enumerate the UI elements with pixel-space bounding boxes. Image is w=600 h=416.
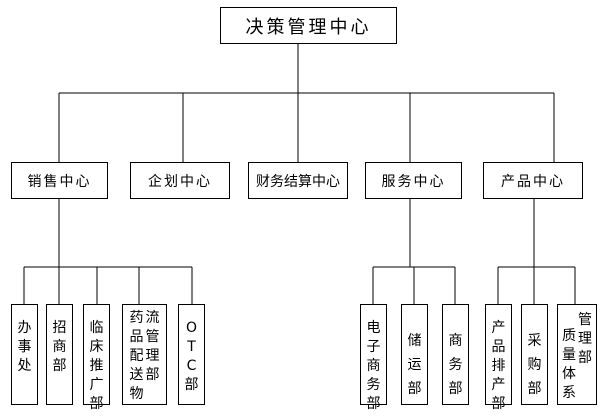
dept-purchase: 采购部 bbox=[521, 304, 548, 405]
dept-management-label: 管理部 bbox=[578, 312, 592, 366]
dept-storage-label: 储运部 bbox=[407, 333, 422, 397]
dept-ecommerce: 电子商务部 bbox=[360, 304, 387, 412]
dept-quality-management: 质量体系 管理部 bbox=[557, 304, 597, 405]
center-service: 服务中心 bbox=[365, 162, 462, 199]
dept-office-label: 办事处 bbox=[17, 320, 32, 374]
dept-otc-label: OTC部 bbox=[184, 320, 199, 393]
dept-business-label: 商务部 bbox=[448, 333, 463, 397]
center-finance: 财务结算中心 bbox=[248, 162, 348, 199]
center-sales: 销售中心 bbox=[11, 162, 108, 199]
dept-otc: OTC部 bbox=[178, 304, 205, 405]
dept-storage: 储运部 bbox=[401, 304, 428, 405]
root-label: 决策管理中心 bbox=[245, 16, 372, 38]
dept-quality-system-label: 质量体系 bbox=[562, 328, 576, 401]
dept-purchase-label: 采购部 bbox=[527, 333, 542, 397]
dept-quality-management-columns: 质量体系 管理部 bbox=[561, 311, 593, 403]
center-planning: 企划中心 bbox=[130, 162, 230, 199]
dept-drug-logistics: 药品配送物 流管理部 bbox=[122, 304, 167, 405]
dept-production-planning-label: 产品排产部 bbox=[491, 320, 506, 412]
dept-recruit: 招商部 bbox=[46, 304, 73, 405]
dept-ecommerce-label: 电子商务部 bbox=[366, 320, 381, 412]
dept-clinical: 临床推广部 bbox=[83, 304, 110, 412]
dept-business: 商务部 bbox=[442, 304, 469, 405]
center-planning-label: 企划中心 bbox=[148, 173, 212, 190]
dept-office: 办事处 bbox=[11, 304, 38, 405]
root-node: 决策管理中心 bbox=[220, 7, 397, 44]
dept-drug-logistics-columns: 药品配送物 流管理部 bbox=[129, 309, 161, 404]
dept-production-planning: 产品排产部 bbox=[485, 304, 512, 412]
center-product: 产品中心 bbox=[483, 162, 583, 199]
center-product-label: 产品中心 bbox=[501, 173, 565, 190]
dept-logistics-management-label: 流管理部 bbox=[145, 310, 160, 383]
dept-drug-distribution-label: 药品配送物 bbox=[129, 310, 144, 402]
center-service-label: 服务中心 bbox=[381, 173, 446, 190]
dept-recruit-label: 招商部 bbox=[52, 320, 67, 374]
center-sales-label: 销售中心 bbox=[27, 173, 92, 190]
dept-clinical-label: 临床推广部 bbox=[89, 320, 104, 412]
center-finance-label: 财务结算中心 bbox=[256, 173, 340, 190]
